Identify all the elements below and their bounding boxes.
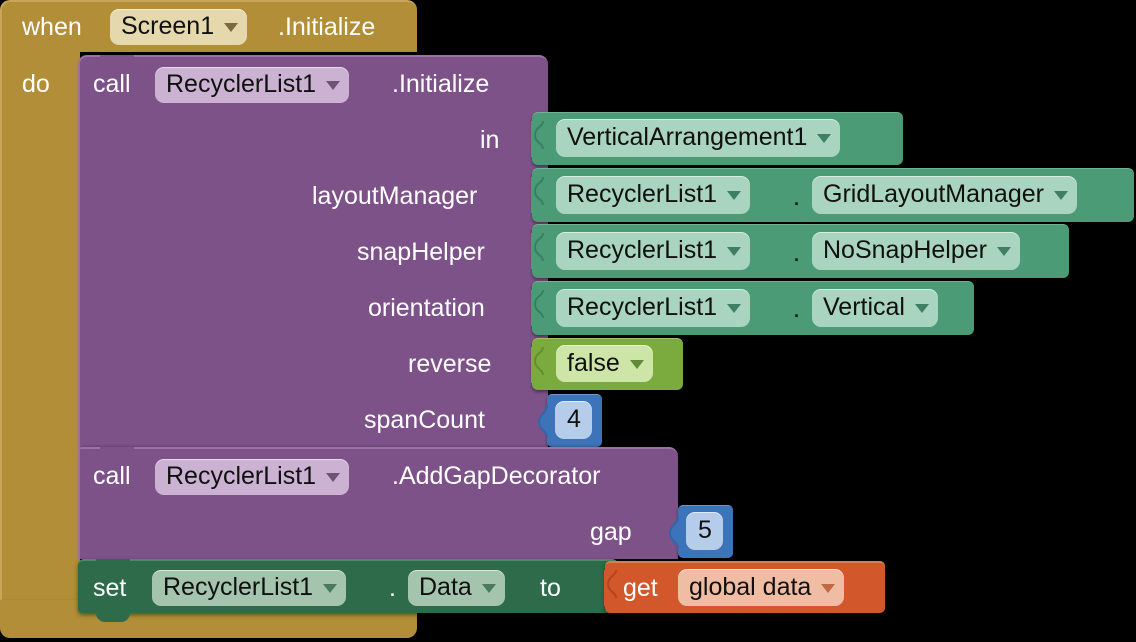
screen-component-label: Screen1 [121, 12, 215, 40]
event-do-label: do [22, 70, 50, 98]
call-addgap-component-label: RecyclerList1 [166, 462, 317, 490]
setter-bottom-bump [96, 611, 130, 622]
chevron-down-icon[interactable] [914, 304, 929, 313]
socket-notch-get [604, 570, 626, 606]
call-initialize-component-label: RecyclerList1 [166, 70, 317, 98]
chevron-down-icon[interactable] [629, 359, 644, 369]
snaphelper-value-label: NoSnapHelper [823, 236, 987, 264]
snaphelper-value-dropdown[interactable]: NoSnapHelper [812, 232, 1020, 270]
chevron-down-icon[interactable] [997, 247, 1011, 256]
layoutmanager-value-label: GridLayoutManager [823, 180, 1044, 208]
layoutmanager-value-dropdown[interactable]: GridLayoutManager [812, 176, 1077, 214]
param-label-layoutmanager: layoutManager [312, 182, 478, 210]
gap-number-input[interactable]: 5 [686, 512, 723, 550]
chevron-down-icon[interactable] [323, 584, 338, 593]
orientation-owner-dropdown[interactable]: RecyclerList1 [556, 289, 751, 327]
get-variable-label: global data [689, 572, 812, 601]
snaphelper-owner-dropdown[interactable]: RecyclerList1 [556, 232, 751, 270]
setter-component-label: RecyclerList1 [163, 573, 314, 601]
socket-notch-reverse [531, 347, 553, 383]
setter-top-bump [96, 559, 130, 570]
param-label-in: in [480, 126, 500, 154]
param-label-orientation: orientation [368, 294, 485, 322]
chevron-down-icon[interactable] [727, 247, 742, 256]
call-initialize-component-dropdown[interactable]: RecyclerList1 [155, 67, 350, 103]
event-keyword-when: when [22, 13, 82, 41]
setter-dot: . [389, 574, 396, 602]
socket-notch-layoutmanager [531, 177, 553, 213]
setter-keyword: set [93, 574, 127, 602]
setter-to-label: to [540, 574, 561, 602]
chevron-down-icon[interactable] [481, 584, 496, 593]
chevron-down-icon[interactable] [1053, 191, 1068, 200]
param-label-reverse: reverse [408, 350, 492, 378]
param-label-spancount: spanCount [364, 406, 485, 434]
orientation-value-dropdown[interactable]: Vertical [812, 289, 938, 327]
socket-notch-gap [662, 514, 684, 550]
chevron-down-icon[interactable] [326, 473, 341, 482]
chevron-down-icon[interactable] [727, 304, 742, 313]
screen-component-dropdown[interactable]: Screen1 [110, 9, 248, 45]
layoutmanager-dot: . [793, 183, 800, 211]
setter-property-dropdown[interactable]: Data [408, 570, 505, 606]
call-addgap-top-bump [100, 447, 134, 458]
event-block-left-rail[interactable] [0, 50, 80, 628]
chevron-down-icon[interactable] [224, 23, 239, 32]
spancount-value-label: 4 [567, 405, 581, 433]
param-label-gap: gap [590, 518, 632, 546]
orientation-owner-label: RecyclerList1 [567, 293, 718, 321]
chevron-down-icon[interactable] [727, 191, 742, 200]
chevron-down-icon[interactable] [326, 81, 341, 90]
chevron-down-icon[interactable] [821, 583, 836, 593]
layoutmanager-owner-label: RecyclerList1 [567, 180, 718, 208]
setter-property-label: Data [419, 573, 472, 601]
layoutmanager-owner-dropdown[interactable]: RecyclerList1 [556, 176, 751, 214]
snaphelper-owner-label: RecyclerList1 [567, 236, 718, 264]
call-addgap-component-dropdown[interactable]: RecyclerList1 [155, 459, 350, 495]
vertical-arrangement-dropdown[interactable]: VerticalArrangement1 [556, 119, 841, 157]
snaphelper-dot: . [793, 239, 800, 267]
get-keyword: get [623, 574, 658, 602]
call-keyword-addgap: call [93, 462, 131, 490]
param-label-snaphelper: snapHelper [357, 238, 485, 266]
orientation-dot: . [793, 295, 800, 323]
call-initialize-top-bump [100, 55, 134, 66]
socket-notch-in [531, 121, 553, 157]
orientation-value-label: Vertical [823, 293, 905, 321]
event-name-label: .Initialize [278, 13, 376, 41]
call-addgap-method-label: .AddGapDecorator [392, 462, 601, 490]
param-in-value-label: VerticalArrangement1 [567, 123, 808, 151]
socket-notch-snaphelper [531, 233, 553, 269]
spancount-number-input[interactable]: 4 [555, 401, 592, 439]
chevron-down-icon[interactable] [817, 134, 832, 143]
gap-value-label: 5 [698, 516, 712, 544]
reverse-boolean-dropdown[interactable]: false [556, 345, 653, 382]
call-keyword-initialize: call [93, 70, 131, 98]
call-initialize-block[interactable] [78, 55, 548, 447]
call-initialize-method-label: .Initialize [392, 70, 490, 98]
get-variable-dropdown[interactable]: global data [678, 569, 845, 606]
setter-component-dropdown[interactable]: RecyclerList1 [152, 570, 347, 606]
socket-notch-orientation [531, 290, 553, 326]
socket-notch-spancount [531, 403, 553, 439]
reverse-value-label: false [567, 348, 620, 377]
